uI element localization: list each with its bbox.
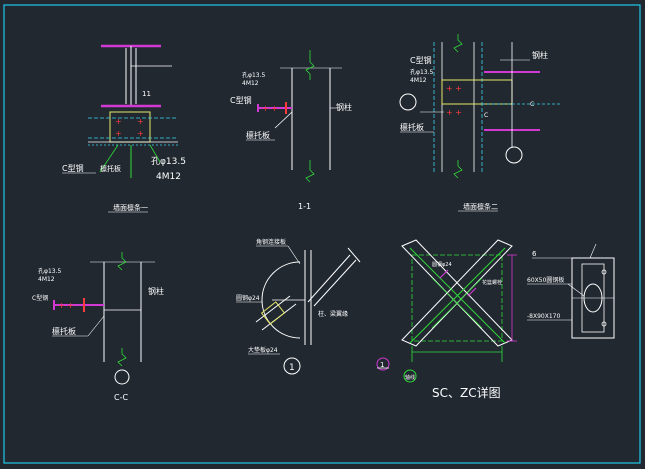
sc-right-label: 花篮螺栓	[482, 279, 502, 286]
svg-text:+: +	[115, 129, 122, 138]
detail2-title: 墙面檩条二	[463, 202, 498, 211]
detail1-cchannel-label: C型钢	[62, 163, 84, 173]
detail2-bolt-label: 4M12	[410, 77, 427, 84]
cc-bolt-label: 4M12	[38, 276, 55, 283]
detail1-bolt-label: 4M12	[156, 172, 181, 182]
d1-bottom-label: 大垫板φ24	[248, 346, 278, 354]
sc-title: SC、ZC详图	[432, 385, 501, 400]
detail2-c1-label: C	[484, 112, 488, 119]
sc-corner-label: 轴线	[405, 374, 415, 381]
plate-6-label: 6	[532, 250, 537, 258]
section11-bolt-label: 4M12	[242, 80, 259, 87]
plate-size1-label: 60X50圆钢板	[527, 276, 564, 284]
svg-text:+ +: + +	[446, 84, 462, 93]
sc-top-label: 圆钢φ24	[432, 261, 452, 268]
detail1-num: 11	[142, 90, 151, 98]
section11-column-label: 钢柱	[336, 102, 352, 112]
detail2-column-label: 钢柱	[532, 50, 548, 60]
svg-text:+ +: + +	[58, 301, 74, 310]
svg-text:+ +: + +	[446, 108, 462, 117]
drawing-frame	[3, 4, 641, 464]
section11-hole-label: 孔φ13.5	[242, 71, 266, 79]
cc-column-label: 钢柱	[148, 286, 164, 296]
detail2-c2-label: C	[530, 101, 534, 108]
d1-top-label: 角钢连接板	[256, 238, 286, 246]
section11-cchannel-label: C型钢	[230, 95, 252, 105]
detail-wall-purlin-2: + + + + C型钢 孔φ13.5 4M12 钢柱 檩托板 C C 墙面檩条二	[399, 34, 560, 212]
section11-bracket-label: 檩托板	[246, 130, 270, 140]
section-1-1: + + 孔φ13.5 4M12 C型钢 钢柱 檩托板 1-1	[230, 50, 352, 211]
cc-hole-label: 孔φ13.5	[38, 267, 62, 275]
detail-wall-purlin-1: 11 + + + + C型钢 檩托板 孔φ13.5 4M12 墙面檩条一	[62, 44, 186, 213]
detail-1-rod-connection: 角钢连接板 圆钢φ24 柱、梁翼缘 大垫板φ24 1	[236, 238, 361, 375]
plate-size2-label: -8X90X170	[527, 313, 560, 320]
svg-text:+: +	[115, 117, 122, 126]
detail2-cchannel-label: C型钢	[410, 55, 432, 65]
svg-text:+ +: + +	[262, 104, 278, 113]
detail1-hole-label: 孔φ13.5	[151, 156, 186, 167]
d1-mid-label: 圆钢φ24	[236, 294, 260, 302]
svg-text:+: +	[137, 117, 144, 126]
detail-sc-zc: 圆钢φ24 花篮螺栓 1 轴线 SC、ZC详图	[376, 239, 517, 400]
detail1-bracket-label: 檩托板	[100, 164, 121, 173]
detail1-title: 墙面檩条一	[113, 203, 148, 212]
detail2-hole-label: 孔φ13.5	[410, 68, 434, 76]
svg-text:+: +	[137, 129, 144, 138]
d1-right-label: 柱、梁翼缘	[318, 310, 348, 318]
d1-num: 1	[289, 363, 295, 373]
cc-bracket-label: 檩托板	[52, 326, 76, 336]
section11-title: 1-1	[298, 202, 311, 211]
section-c-c: + + 孔φ13.5 4M12 C型钢 钢柱 檩托板 C-C	[32, 252, 164, 402]
sc-bottom-sym: 1	[380, 361, 384, 369]
end-plate-detail: 6 60X50圆钢板 -8X90X170	[527, 243, 615, 339]
cc-cchannel-label: C型钢	[32, 294, 48, 302]
cc-title: C-C	[114, 393, 128, 402]
detail2-bracket-label: 檩托板	[400, 122, 424, 132]
